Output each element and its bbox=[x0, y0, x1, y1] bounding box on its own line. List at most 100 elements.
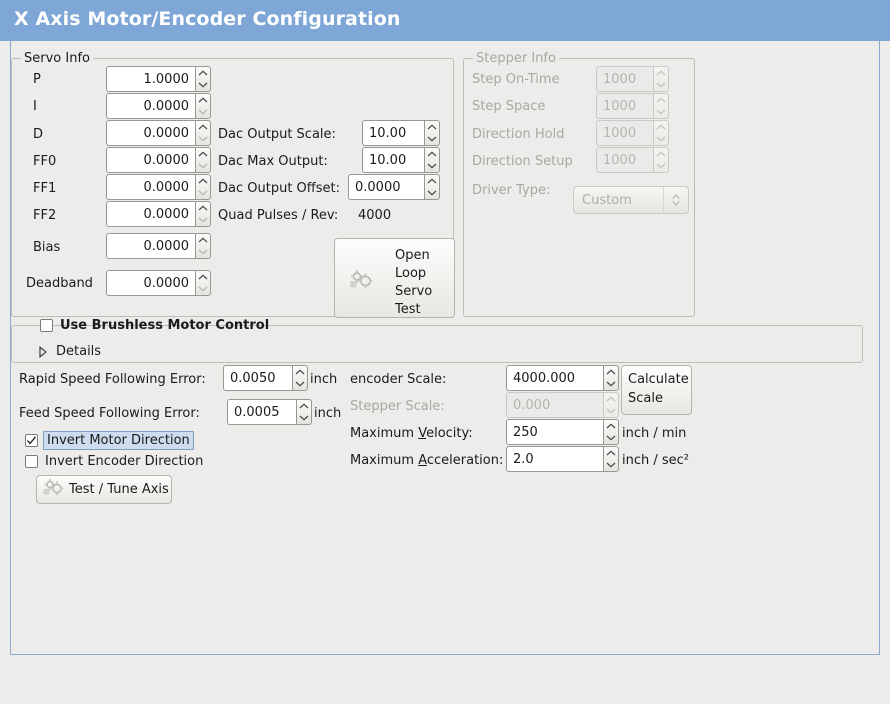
triangle-right-icon[interactable] bbox=[37, 345, 49, 359]
spin-up-icon[interactable] bbox=[196, 202, 210, 214]
spin-up-icon[interactable] bbox=[297, 400, 311, 412]
encoder-scale-spin-buttons[interactable] bbox=[603, 365, 619, 391]
spin-deadband-buttons[interactable] bbox=[195, 270, 211, 296]
spin-ff1-value[interactable]: 0.0000 bbox=[106, 174, 195, 200]
spin-up-icon[interactable] bbox=[196, 148, 210, 160]
spin-d-value[interactable]: 0.0000 bbox=[106, 120, 195, 146]
label-direction-hold: Direction Hold bbox=[472, 127, 565, 142]
maximum-acceleration-spin-buttons[interactable] bbox=[603, 446, 619, 472]
spin-ff2[interactable]: 0.0000 bbox=[106, 201, 211, 227]
spin-dac-output-offset-buttons[interactable] bbox=[424, 174, 440, 200]
encoder-scale-input[interactable]: 4000.000 bbox=[506, 365, 619, 391]
spin-down-icon[interactable] bbox=[604, 378, 618, 390]
calculate-scale-button[interactable]: Calculate Scale bbox=[621, 365, 692, 415]
test-tune-axis-button[interactable]: Test / Tune Axis bbox=[36, 475, 172, 504]
label-d: D bbox=[33, 127, 44, 142]
spin-bias-buttons[interactable] bbox=[195, 233, 211, 259]
spin-i-value[interactable]: 0.0000 bbox=[106, 93, 195, 119]
encoder-scale-value[interactable]: 4000.000 bbox=[506, 365, 603, 391]
checkbox-box[interactable] bbox=[40, 319, 53, 332]
spin-up-icon[interactable] bbox=[425, 175, 439, 187]
spin-down-icon[interactable] bbox=[196, 79, 210, 91]
servo-info-group: Servo Info bbox=[11, 51, 454, 317]
checkbox-box[interactable] bbox=[25, 434, 38, 447]
spin-up-icon[interactable] bbox=[196, 67, 210, 79]
checkbox-box[interactable] bbox=[25, 455, 38, 468]
spin-i-buttons[interactable] bbox=[195, 93, 211, 119]
spin-up-icon[interactable] bbox=[196, 175, 210, 187]
spin-deadband-value[interactable]: 0.0000 bbox=[106, 270, 195, 296]
spin-bias-value[interactable]: 0.0000 bbox=[106, 233, 195, 259]
spin-up-icon[interactable] bbox=[604, 366, 618, 378]
spin-down-icon[interactable] bbox=[604, 432, 618, 444]
spin-up-icon[interactable] bbox=[425, 121, 439, 133]
spin-dac-output-scale-buttons[interactable] bbox=[424, 120, 440, 146]
invert-motor-direction-checkbox[interactable]: Invert Motor Direction bbox=[25, 431, 194, 450]
spin-up-icon[interactable] bbox=[196, 121, 210, 133]
spin-ff0-value[interactable]: 0.0000 bbox=[106, 147, 195, 173]
spin-dac-output-offset-value[interactable]: 0.0000 bbox=[348, 174, 424, 200]
spin-ff2-buttons[interactable] bbox=[195, 201, 211, 227]
details-expander[interactable]: Details bbox=[37, 344, 101, 359]
driver-type-select: Custom bbox=[573, 186, 689, 214]
spin-down-icon[interactable] bbox=[196, 106, 210, 118]
spin-d-buttons[interactable] bbox=[195, 120, 211, 146]
spin-ff0[interactable]: 0.0000 bbox=[106, 147, 211, 173]
spin-up-icon[interactable] bbox=[293, 366, 307, 378]
maximum-velocity-value[interactable]: 250 bbox=[506, 419, 603, 445]
spin-down-icon[interactable] bbox=[196, 133, 210, 145]
spin-down-icon[interactable] bbox=[196, 246, 210, 258]
spin-deadband[interactable]: 0.0000 bbox=[106, 270, 211, 296]
spin-down-icon[interactable] bbox=[196, 187, 210, 199]
rapid-speed-following-error-input[interactable]: 0.0050 bbox=[223, 365, 308, 391]
spin-p[interactable]: 1.0000 bbox=[106, 66, 211, 92]
spin-down-icon[interactable] bbox=[196, 160, 210, 172]
spin-dac-max-output-buttons[interactable] bbox=[424, 147, 440, 173]
spin-d[interactable]: 0.0000 bbox=[106, 120, 211, 146]
spin-direction-setup: 1000 bbox=[596, 147, 669, 173]
spin-p-value[interactable]: 1.0000 bbox=[106, 66, 195, 92]
spin-p-buttons[interactable] bbox=[195, 66, 211, 92]
spin-step-on-time-buttons bbox=[653, 66, 669, 92]
rapid-spin-buttons[interactable] bbox=[292, 365, 308, 391]
spin-up-icon bbox=[654, 148, 668, 160]
spin-dac-output-offset[interactable]: 0.0000 bbox=[348, 174, 440, 200]
spin-ff1[interactable]: 0.0000 bbox=[106, 174, 211, 200]
spin-up-icon[interactable] bbox=[604, 420, 618, 432]
label-i: I bbox=[33, 99, 37, 114]
spin-ff0-buttons[interactable] bbox=[195, 147, 211, 173]
maximum-acceleration-input[interactable]: 2.0 bbox=[506, 446, 619, 472]
feed-spin-buttons[interactable] bbox=[296, 399, 312, 425]
feed-speed-following-error-input[interactable]: 0.0005 bbox=[227, 399, 312, 425]
maximum-velocity-input[interactable]: 250 bbox=[506, 419, 619, 445]
spin-down-icon[interactable] bbox=[425, 187, 439, 199]
spin-down-icon[interactable] bbox=[425, 133, 439, 145]
spin-down-icon[interactable] bbox=[196, 214, 210, 226]
spin-down-icon[interactable] bbox=[604, 459, 618, 471]
use-brushless-motor-control-checkbox[interactable]: Use Brushless Motor Control bbox=[40, 318, 269, 333]
spin-up-icon[interactable] bbox=[604, 447, 618, 459]
maximum-velocity-spin-buttons[interactable] bbox=[603, 419, 619, 445]
spin-down-icon[interactable] bbox=[297, 412, 311, 424]
rapid-speed-following-error-value[interactable]: 0.0050 bbox=[223, 365, 292, 391]
spin-up-icon[interactable] bbox=[196, 94, 210, 106]
maximum-acceleration-value[interactable]: 2.0 bbox=[506, 446, 603, 472]
spin-dac-output-scale-value[interactable]: 10.00 bbox=[362, 120, 424, 146]
spin-i[interactable]: 0.0000 bbox=[106, 93, 211, 119]
spin-bias[interactable]: 0.0000 bbox=[106, 233, 211, 259]
spin-dac-max-output[interactable]: 10.00 bbox=[362, 147, 440, 173]
spin-dac-max-output-value[interactable]: 10.00 bbox=[362, 147, 424, 173]
feed-speed-following-error-value[interactable]: 0.0005 bbox=[227, 399, 296, 425]
spin-up-icon[interactable] bbox=[425, 148, 439, 160]
spin-up-icon[interactable] bbox=[196, 271, 210, 283]
open-loop-servo-test-button[interactable]: Open Loop Servo Test bbox=[334, 238, 455, 318]
spin-up-icon[interactable] bbox=[196, 234, 210, 246]
spin-down-icon[interactable] bbox=[196, 283, 210, 295]
spin-dac-output-scale[interactable]: 10.00 bbox=[362, 120, 440, 146]
spin-ff1-buttons[interactable] bbox=[195, 174, 211, 200]
spin-down-icon[interactable] bbox=[293, 378, 307, 390]
spin-down-icon bbox=[654, 160, 668, 172]
spin-down-icon[interactable] bbox=[425, 160, 439, 172]
invert-encoder-direction-checkbox[interactable]: Invert Encoder Direction bbox=[25, 454, 203, 469]
spin-ff2-value[interactable]: 0.0000 bbox=[106, 201, 195, 227]
